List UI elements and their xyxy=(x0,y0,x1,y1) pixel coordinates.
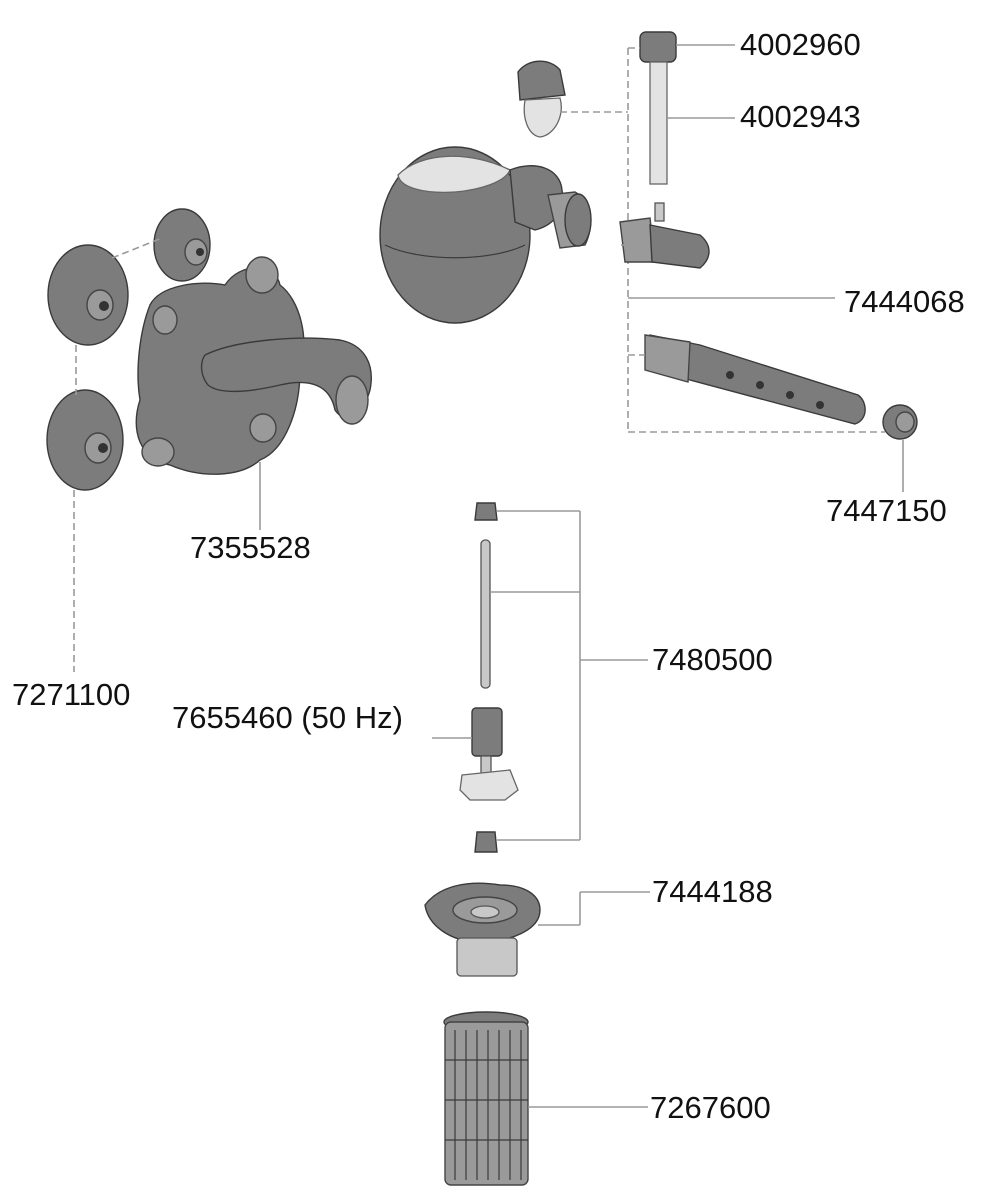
venturi-connector xyxy=(619,202,710,269)
part-number-label: 7447150 xyxy=(826,493,947,528)
spray-ball-head xyxy=(379,146,592,324)
spray-bar xyxy=(644,334,866,425)
impeller-shaft-set xyxy=(474,502,498,853)
suction-cup-set xyxy=(46,208,211,672)
filter-cartridge xyxy=(443,1011,529,1186)
part-number-label: 4002943 xyxy=(740,99,861,134)
part-number-label: 7271100 xyxy=(12,677,131,712)
part-number-label: 7480500 xyxy=(652,642,773,677)
part-number-label: 7444068 xyxy=(844,284,965,319)
part-number-label: 7267600 xyxy=(650,1090,771,1125)
suction-cup-top-right xyxy=(153,208,211,282)
part-number-label: 7444188 xyxy=(652,874,773,909)
nozzle-small-top xyxy=(517,60,566,138)
pump-cover xyxy=(424,882,541,977)
suction-cup-top-left xyxy=(47,244,129,346)
pump-housing xyxy=(135,256,372,475)
suction-cup-bottom-left xyxy=(46,389,124,491)
impeller xyxy=(459,707,519,801)
part-number-label: 7355528 xyxy=(190,530,311,565)
end-cap xyxy=(882,404,918,440)
part-number-label: 4002960 xyxy=(740,27,861,62)
air-regulator-tube xyxy=(639,31,677,185)
part-number-label: 7655460 (50 Hz) xyxy=(172,700,403,735)
